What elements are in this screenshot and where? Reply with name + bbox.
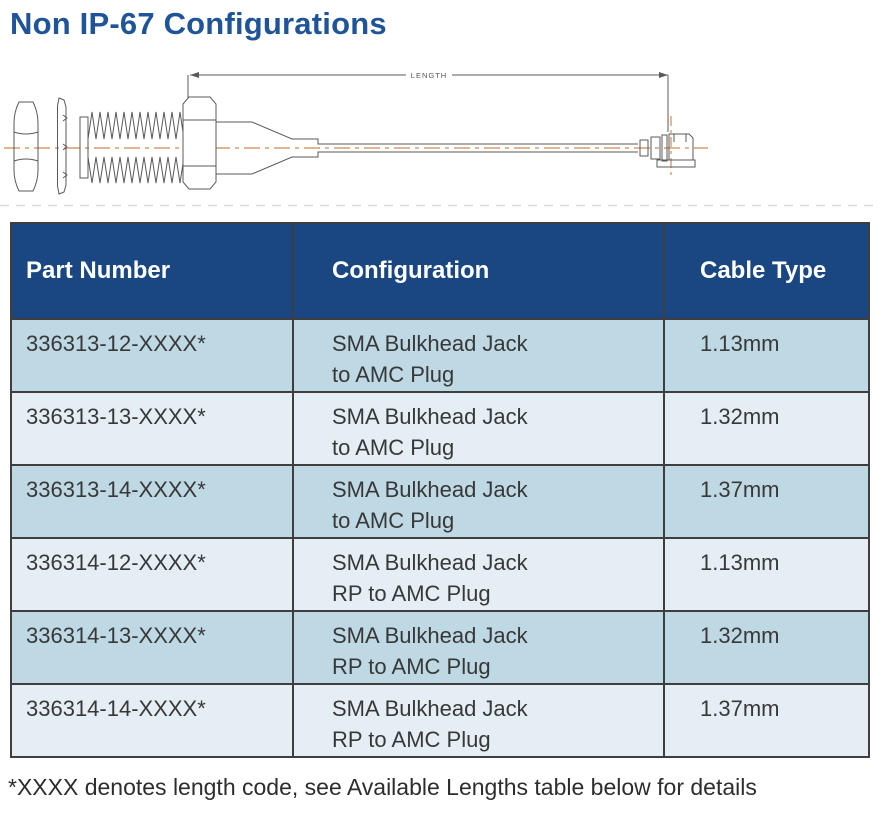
configurations-table: Part Number Configuration Cable Type 336…: [10, 222, 870, 758]
configuration-line2: to AMC Plug: [332, 435, 455, 460]
cable-type-cell: 1.13mm: [663, 537, 870, 612]
centerline: [4, 116, 708, 176]
cable-type-cell: 1.32mm: [663, 610, 870, 685]
part-number-cell: 336314-13-XXXX*: [10, 610, 294, 685]
configuration-line2: to AMC Plug: [332, 508, 455, 533]
table-row: 336314-14-XXXX* SMA Bulkhead Jack RP to A…: [10, 683, 870, 758]
hex-nut: [182, 96, 217, 190]
table-row: 336313-12-XXXX* SMA Bulkhead Jack to AMC …: [10, 318, 870, 393]
hex-nut-edge-view: [13, 101, 39, 192]
threaded-bulkhead-body: [79, 111, 185, 184]
table-row: 336314-13-XXXX* SMA Bulkhead Jack RP to A…: [10, 610, 870, 685]
configuration-cell: SMA Bulkhead Jack RP to AMC Plug: [292, 537, 665, 612]
cable-drawing-svg: LENGTH: [0, 71, 878, 207]
configuration-cell: SMA Bulkhead Jack to AMC Plug: [292, 391, 665, 466]
cable: [216, 121, 638, 175]
table-header-row: Part Number Configuration Cable Type: [10, 222, 870, 320]
configuration-cell: SMA Bulkhead Jack to AMC Plug: [292, 464, 665, 539]
configuration-line2: RP to AMC Plug: [332, 654, 491, 679]
cable-type-cell: 1.37mm: [663, 464, 870, 539]
column-header-configuration: Configuration: [292, 222, 665, 320]
configuration-line1: SMA Bulkhead Jack: [332, 550, 528, 575]
dimension-length-label: LENGTH: [411, 71, 447, 80]
configuration-line1: SMA Bulkhead Jack: [332, 623, 528, 648]
table-row: 336314-12-XXXX* SMA Bulkhead Jack RP to A…: [10, 537, 870, 612]
part-number-cell: 336313-14-XXXX*: [10, 464, 294, 539]
dimension-line: LENGTH: [187, 71, 669, 132]
part-number-cell: 336314-14-XXXX*: [10, 683, 294, 758]
table-row: 336313-13-XXXX* SMA Bulkhead Jack to AMC …: [10, 391, 870, 466]
part-number-cell: 336314-12-XXXX*: [10, 537, 294, 612]
cable-type-cell: 1.37mm: [663, 683, 870, 758]
cable-assembly-drawing: LENGTH: [0, 60, 878, 212]
configuration-line1: SMA Bulkhead Jack: [332, 696, 528, 721]
configuration-line1: SMA Bulkhead Jack: [332, 404, 528, 429]
configuration-line2: RP to AMC Plug: [332, 581, 491, 606]
lock-washer: [57, 97, 68, 195]
configuration-line1: SMA Bulkhead Jack: [332, 331, 528, 356]
cable-type-cell: 1.13mm: [663, 318, 870, 393]
footnote: *XXXX denotes length code, see Available…: [8, 774, 757, 800]
page-title: Non IP-67 Configurations: [10, 6, 387, 41]
configuration-line2: RP to AMC Plug: [332, 727, 491, 752]
part-number-cell: 336313-12-XXXX*: [10, 318, 294, 393]
configuration-cell: SMA Bulkhead Jack to AMC Plug: [292, 318, 665, 393]
configuration-cell: SMA Bulkhead Jack RP to AMC Plug: [292, 610, 665, 685]
column-header-part-number: Part Number: [10, 222, 294, 320]
column-header-cable-type: Cable Type: [663, 222, 870, 320]
configuration-line2: to AMC Plug: [332, 362, 455, 387]
amc-plug: [639, 133, 696, 168]
cable-type-cell: 1.32mm: [663, 391, 870, 466]
part-number-cell: 336313-13-XXXX*: [10, 391, 294, 466]
table-row: 336313-14-XXXX* SMA Bulkhead Jack to AMC …: [10, 464, 870, 539]
configuration-line1: SMA Bulkhead Jack: [332, 477, 528, 502]
configuration-cell: SMA Bulkhead Jack RP to AMC Plug: [292, 683, 665, 758]
